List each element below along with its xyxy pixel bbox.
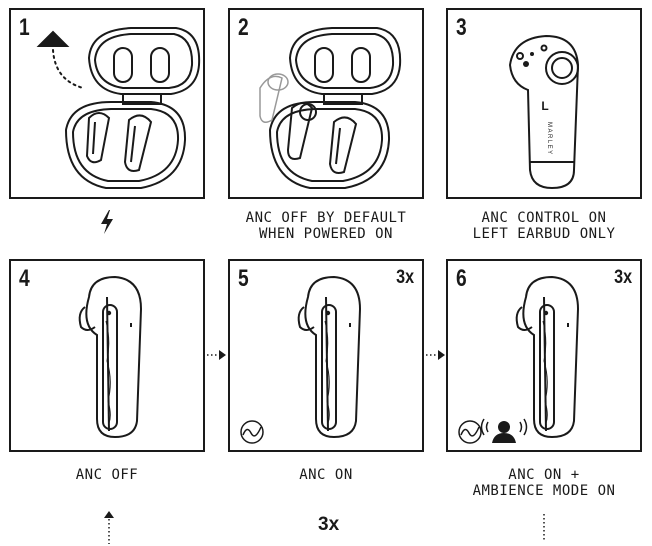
step-number: 5 bbox=[238, 265, 249, 292]
step-6-caption: ANC ON + AMBIENCE MODE ON bbox=[446, 467, 642, 499]
step-5-panel: 5 3x bbox=[228, 259, 424, 452]
press-count-badge: 3x bbox=[614, 267, 632, 288]
lightning-bolt-icon bbox=[101, 210, 113, 234]
step-number: 1 bbox=[19, 14, 30, 41]
caption-line: ANC OFF bbox=[75, 467, 139, 483]
step-1-panel: 1 bbox=[9, 8, 205, 199]
step-number: 6 bbox=[456, 265, 467, 292]
step-1-caption bbox=[9, 208, 205, 236]
earbud-side-label: L bbox=[541, 99, 548, 113]
caption-line: ANC OFF BY DEFAULT bbox=[245, 210, 407, 226]
step-4-panel: 4 bbox=[9, 259, 205, 452]
earbud-brand-label: MARLEY bbox=[546, 122, 552, 156]
press-count-badge: 3x bbox=[396, 267, 414, 288]
step-number: 2 bbox=[238, 14, 249, 41]
step-2-caption: ANC OFF BY DEFAULT WHEN POWERED ON bbox=[228, 210, 424, 242]
bottom-press-count: 3x bbox=[318, 514, 340, 535]
dotted-arrow-icon bbox=[426, 350, 445, 360]
earbud-removal-illustration bbox=[259, 27, 402, 189]
earbud-side-view-illustration bbox=[240, 275, 362, 444]
left-earbud-illustration: L MARLEY bbox=[508, 34, 580, 190]
dotted-arrow-icon bbox=[207, 350, 226, 360]
step-4-caption: ANC OFF bbox=[9, 467, 205, 483]
caption-line: AMBIENCE MODE ON bbox=[472, 483, 616, 499]
dotted-line-icon bbox=[543, 514, 545, 542]
charging-case-illustration bbox=[36, 27, 201, 189]
step-number: 4 bbox=[19, 265, 30, 292]
step-number: 3 bbox=[456, 14, 467, 41]
caption-line: ANC ON + bbox=[508, 467, 580, 483]
caption-line: ANC ON bbox=[299, 467, 353, 483]
anc-wave-icon bbox=[240, 420, 264, 444]
earbud-side-view-illustration bbox=[78, 275, 143, 439]
step-3-panel: 3 L MARLEY bbox=[446, 8, 642, 199]
step-2-panel: 2 bbox=[228, 8, 424, 199]
step-5-caption: ANC ON bbox=[228, 467, 424, 483]
step-3-caption: ANC CONTROL ON LEFT EARBUD ONLY bbox=[446, 210, 642, 242]
up-arrow-icon bbox=[104, 511, 114, 544]
caption-line: LEFT EARBUD ONLY bbox=[472, 226, 616, 242]
step-6-panel: 6 3x bbox=[446, 259, 642, 452]
caption-line: WHEN POWERED ON bbox=[259, 226, 393, 242]
earbud-side-view-illustration bbox=[458, 275, 580, 444]
up-arrow-icon bbox=[36, 30, 70, 47]
anc-wave-icon bbox=[458, 420, 482, 444]
ambience-mode-icon bbox=[480, 418, 528, 443]
caption-line: ANC CONTROL ON bbox=[481, 210, 607, 226]
